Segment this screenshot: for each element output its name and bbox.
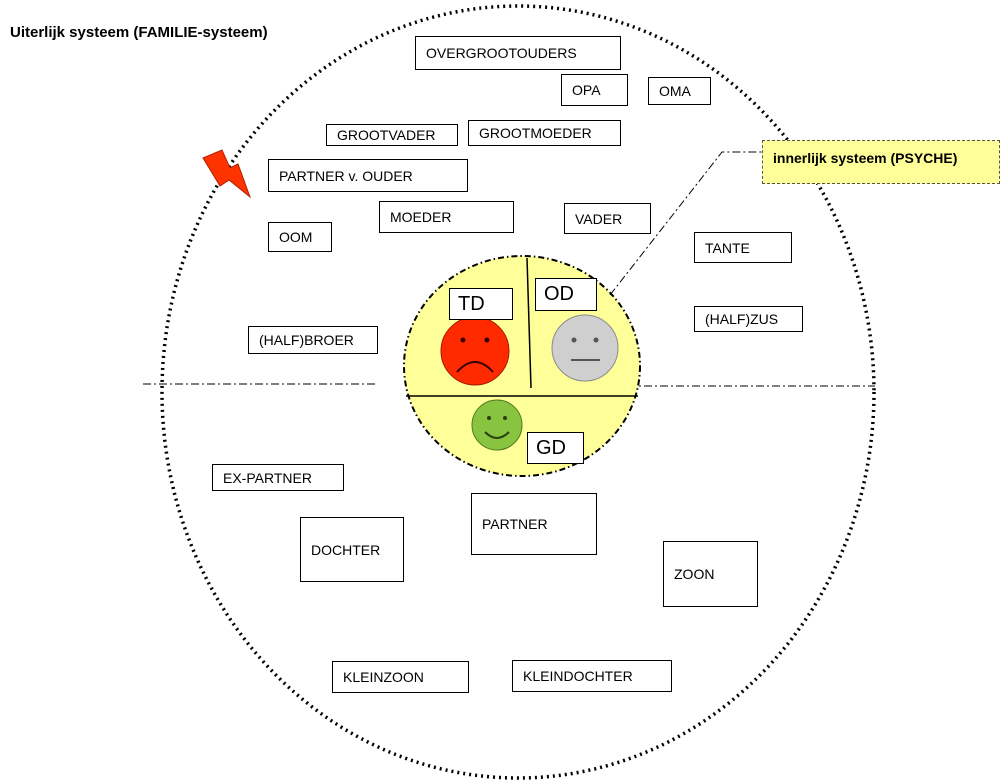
happy-face-icon [471,399,523,451]
sad-face-icon [440,316,510,386]
box-grootmoeder: GROOTMOEDER [468,120,621,146]
diagram-title: Uiterlijk systeem (FAMILIE-systeem) [10,24,268,41]
box-ex-partner: EX-PARTNER [212,464,344,491]
label-od: OD [535,278,597,311]
box-dochter: DOCHTER [300,517,404,582]
box-kleinzoon: KLEINZOON [332,661,469,693]
box-grootvader: GROOTVADER [326,124,458,146]
box-halfbroer: (HALF)BROER [248,326,378,354]
box-oma: OMA [648,77,711,105]
box-halfzus: (HALF)ZUS [694,306,803,332]
callout-connector [609,151,762,296]
box-opa: OPA [561,74,628,106]
neutral-face-icon [551,314,619,382]
box-partner-ouder: PARTNER v. OUDER [268,159,468,192]
box-vader: VADER [564,203,651,234]
psyche-vertical-divider [526,257,532,389]
box-oom: OOM [268,222,332,252]
box-tante: TANTE [694,232,792,263]
box-zoon: ZOON [663,541,758,607]
box-overgrootouders: OVERGROOTOUDERS [415,36,621,70]
box-partner: PARTNER [471,493,597,555]
label-td: TD [449,288,513,320]
family-system-boundary [160,4,876,780]
label-gd: GD [527,432,584,464]
psyche-callout: innerlijk systeem (PSYCHE) [762,140,1000,184]
lightning-icon [202,149,252,199]
box-moeder: MOEDER [379,201,514,233]
box-kleindochter: KLEINDOCHTER [512,660,672,692]
